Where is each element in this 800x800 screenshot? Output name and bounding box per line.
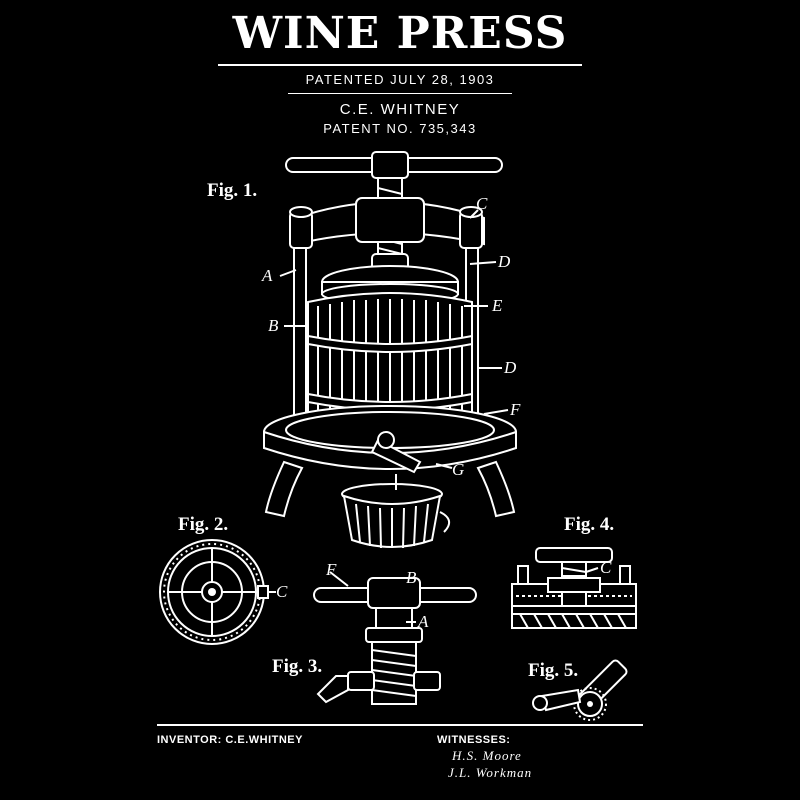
label-f-fig3: F [326, 560, 337, 579]
patent-number: PATENT NO. 735,343 [323, 121, 477, 136]
witnesses-label: WITNESSES: [437, 734, 511, 746]
label-d-lower: D [504, 358, 517, 377]
inventor-heading: C.E. WHITNEY [339, 101, 461, 118]
label-d-upper: D [498, 252, 511, 271]
label-b-fig3: B [406, 568, 417, 587]
label-b-barrel: B [268, 316, 279, 335]
witness-signature-2: J.L. Workman [448, 765, 533, 780]
patent-date: PATENTED JULY 28, 1903 [305, 72, 495, 87]
fig2-top-view [159, 539, 276, 645]
fig4-side-view [511, 547, 637, 629]
witness-signature-1: H.S. Moore [452, 748, 522, 763]
date-rule [288, 93, 512, 94]
fig3-caption: Fig. 3. [272, 656, 323, 677]
barrel-staves [317, 299, 463, 436]
wine-press-illustration [263, 151, 517, 549]
fig4-caption: Fig. 4. [564, 514, 615, 535]
label-c-fig4: C [600, 558, 612, 577]
fig5-linkage [532, 659, 628, 721]
label-c-crossbar: C [476, 194, 488, 213]
fig5-caption: Fig. 5. [528, 660, 579, 681]
label-a-post: A [262, 266, 273, 285]
label-g-spout: G [452, 460, 465, 479]
label-e-plate: E [492, 296, 503, 315]
fig2-caption: Fig. 2. [178, 514, 229, 535]
fig1-caption: Fig. 1. [207, 180, 258, 201]
fig3-screw-detail [313, 571, 477, 705]
label-c-fig2: C [276, 582, 288, 601]
footer-rule [157, 724, 643, 726]
label-a-fig3: A [418, 612, 429, 631]
page-title: WINE PRESS [232, 8, 568, 59]
inventor-credit: INVENTOR: C.E.WHITNEY [157, 734, 303, 746]
title-rule [218, 64, 582, 66]
label-f-base: F [510, 400, 521, 419]
